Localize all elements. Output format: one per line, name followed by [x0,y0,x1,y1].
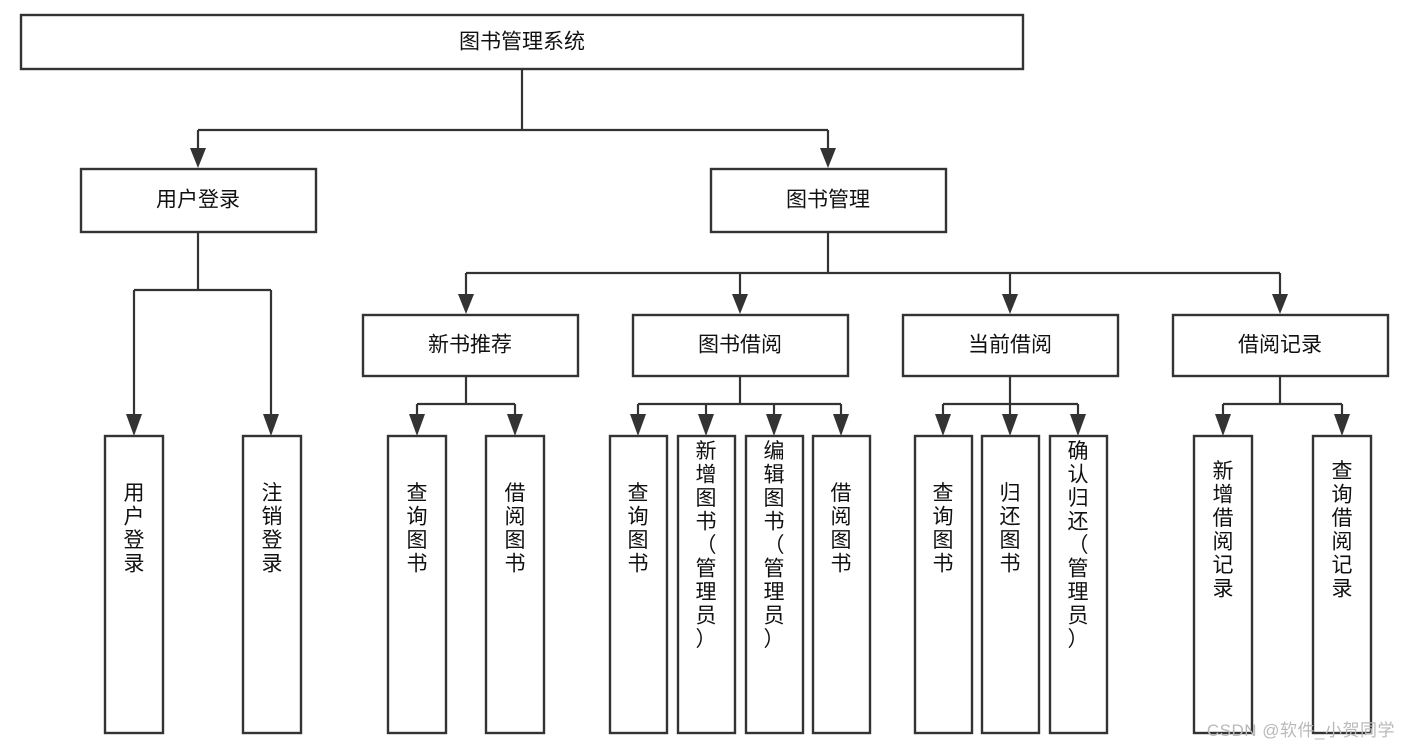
node-newbook-box[interactable] [361,313,580,378]
node-leaf-9-box[interactable] [913,434,974,735]
arrow-head-leaf12 [1215,414,1231,436]
node-leaf-7-label: 编辑图书（管理员） [764,440,785,651]
node-leaf-11-label: 确认归还（管理员） [1068,440,1089,651]
node-leaf-5-label: 查询图书 [628,482,649,576]
node-records-label: 借阅记录 [1238,334,1322,357]
connector-group-current [935,376,1086,436]
arrow-head-leaf6 [698,414,714,436]
node-leaf-1[interactable]: 用户登录 [103,434,165,735]
arrow-head-leaf5 [630,414,646,436]
arrow-head-current [1002,294,1018,314]
arrow-head-leaf2 [263,414,279,436]
node-borrow-label: 图书借阅 [698,334,782,357]
node-leaf-10[interactable]: 归还图书 [980,434,1041,735]
node-newbook-label: 新书推荐 [428,334,512,357]
arrow-head-leaf11 [1070,414,1086,436]
node-leaf-6[interactable]: 新增图书（管理员） [676,434,737,735]
csdn-watermark: CSDN @软件_小贺同学 [1206,721,1395,740]
node-bookmgmt-label: 图书管理 [786,189,870,212]
node-leaf-13[interactable]: 查询借阅记录 [1311,434,1373,735]
arrow-head-newbook [458,294,474,314]
arrow-head-login [190,148,206,168]
connector-group-newbook [409,376,523,436]
node-leaf-5-box[interactable] [608,434,669,735]
arrow-head-leaf3 [409,414,425,436]
node-leaf-5[interactable]: 查询图书 [608,434,669,735]
node-login-box[interactable] [79,167,318,234]
arrow-head-leaf10 [1002,414,1018,436]
node-leaf-12-box[interactable] [1192,434,1254,735]
node-leaf-12-label: 新增借阅记录 [1213,460,1234,601]
node-leaf-13-label: 查询借阅记录 [1332,460,1353,601]
node-newbook[interactable]: 新书推荐 [361,313,580,378]
node-leaf-4-box[interactable] [484,434,546,735]
arrow-head-leaf8 [833,414,849,436]
node-root[interactable]: 图书管理系统 [19,13,1025,71]
node-root-box[interactable] [19,13,1025,71]
node-leaf-2-box[interactable] [241,434,303,735]
arrow-head-bookmgmt [820,148,836,168]
node-leaf-1-label: 用户登录 [124,482,145,576]
arrow-head-borrow [732,294,748,314]
node-leaf-9-label: 查询图书 [933,482,954,576]
node-leaf-1-box[interactable] [103,434,165,735]
node-records-box[interactable] [1171,313,1390,378]
node-leaf-8[interactable]: 借阅图书 [811,434,872,735]
node-leaf-9[interactable]: 查询图书 [913,434,974,735]
node-leaf-11-box[interactable] [1048,434,1109,735]
node-leaf-4[interactable]: 借阅图书 [484,434,546,735]
node-borrow-box[interactable] [631,313,850,378]
node-leaf-13-box[interactable] [1311,434,1373,735]
node-bookmgmt[interactable]: 图书管理 [709,167,948,234]
node-leaf-12[interactable]: 新增借阅记录 [1192,434,1254,735]
node-leaf-11[interactable]: 确认归还（管理员） [1048,434,1109,735]
node-leaf-10-label: 归还图书 [1000,482,1021,576]
node-bookmgmt-box[interactable] [709,167,948,234]
connector-group-borrow [630,376,849,436]
node-records[interactable]: 借阅记录 [1171,313,1390,378]
node-leaf-3-label: 查询图书 [407,482,428,576]
node-borrow[interactable]: 图书借阅 [631,313,850,378]
node-leaf-6-label: 新增图书（管理员） [696,440,717,651]
connector-group-root [190,69,836,168]
arrow-head-leaf7 [766,414,782,436]
node-leaf-2-label: 注销登录 [262,482,283,576]
node-current[interactable]: 当前借阅 [901,313,1120,378]
node-leaf-8-label: 借阅图书 [831,482,852,576]
node-leaf-10-box[interactable] [980,434,1041,735]
node-root-label: 图书管理系统 [459,31,585,54]
node-leaf-3[interactable]: 查询图书 [386,434,448,735]
node-leaf-6-box[interactable] [676,434,737,735]
arrow-head-leaf9 [935,414,951,436]
arrow-head-leaf1 [126,414,142,436]
node-current-label: 当前借阅 [968,334,1052,357]
connector-group-records [1215,376,1350,436]
connector-group-login [126,232,279,436]
node-leaf-3-box[interactable] [386,434,448,735]
connector-group-bookmgmt [458,232,1288,314]
node-leaf-7-box[interactable] [744,434,805,735]
arrow-head-records [1272,294,1288,314]
node-leaf-8-box[interactable] [811,434,872,735]
node-login-label: 用户登录 [156,189,240,212]
node-leaf-7[interactable]: 编辑图书（管理员） [744,434,805,735]
arrow-head-leaf13 [1334,414,1350,436]
node-login[interactable]: 用户登录 [79,167,318,234]
node-leaf-2[interactable]: 注销登录 [241,434,303,735]
node-leaf-4-label: 借阅图书 [505,482,526,576]
node-current-box[interactable] [901,313,1120,378]
arrow-head-leaf4 [507,414,523,436]
